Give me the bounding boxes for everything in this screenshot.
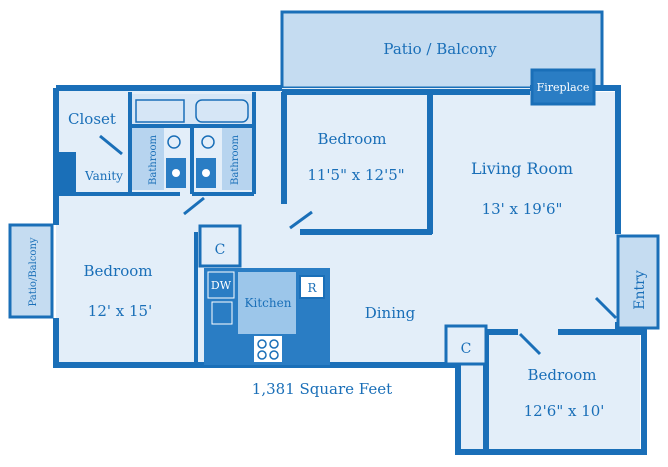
bath-floor-2: [222, 126, 252, 190]
left-bedroom-size: 12' x 15': [88, 302, 152, 320]
fireplace-box: [530, 68, 596, 106]
right-bedroom-size: 12'6" x 10': [524, 402, 605, 420]
vanity-closet-dark: [58, 152, 74, 192]
fridge-box: [299, 275, 325, 299]
square-feet-label: 1,381 Square Feet: [252, 380, 392, 398]
stove-burner-2: [269, 339, 279, 349]
right-bed-door-swing: [518, 332, 542, 356]
stove-burner-4: [269, 350, 279, 360]
living-room-size: 13' x 19'6": [482, 200, 563, 218]
vanity-door-swing: [99, 134, 123, 156]
sink-2-basin: [202, 169, 210, 177]
stove-box: [254, 336, 282, 362]
vanity-counter-top: [135, 99, 185, 123]
sink-1-basin: [172, 169, 180, 177]
closet-c1-label: C: [215, 242, 226, 258]
closet-c1-box: [198, 224, 242, 268]
center-bedroom-name: Bedroom: [318, 130, 387, 148]
outer-wall: [53, 85, 647, 455]
closet-c2-label: C: [461, 341, 472, 357]
patio-left-label: Patio/Balcony: [28, 237, 39, 306]
center-bedroom-size: 11'5" x 12'5": [307, 166, 404, 184]
entry-label: Entry: [632, 270, 648, 310]
entry-box: [616, 234, 660, 330]
patio-top-label: Patio / Balcony: [383, 40, 497, 58]
stove-burner-1: [257, 339, 267, 349]
toilet-1: [167, 135, 181, 149]
fridge-label: R: [307, 281, 317, 295]
dishwasher-label: DW: [211, 279, 232, 292]
living-room-name: Living Room: [471, 159, 573, 178]
bathroom-1-label: Bathroom: [148, 134, 159, 185]
bath-area-top: [132, 94, 252, 126]
right-bedroom-name: Bedroom: [528, 366, 597, 384]
center-bed-door-swing: [289, 210, 313, 230]
kitchen-sink: [211, 301, 233, 325]
patio-left-area: [8, 223, 54, 319]
toilet-2: [201, 135, 215, 149]
stove-burner-3: [257, 350, 267, 360]
patio-top-area: [280, 10, 604, 90]
closet-label: Closet: [68, 110, 116, 128]
kitchen-floor: [238, 272, 296, 334]
bathtub: [195, 99, 249, 123]
kitchen-label: Kitchen: [245, 296, 292, 310]
left-bedroom-name: Bedroom: [84, 262, 153, 280]
bath-floor-1: [132, 126, 164, 190]
entry-door-swing: [594, 296, 618, 320]
vanity-label: Vanity: [84, 169, 123, 183]
left-bed-door-swing: [183, 196, 205, 216]
closet-c2-box: [444, 324, 488, 366]
dining-label: Dining: [365, 304, 416, 322]
bathroom-2-label: Bathroom: [230, 134, 241, 185]
fireplace-label: Fireplace: [537, 81, 590, 94]
dishwasher-box: [207, 271, 235, 299]
